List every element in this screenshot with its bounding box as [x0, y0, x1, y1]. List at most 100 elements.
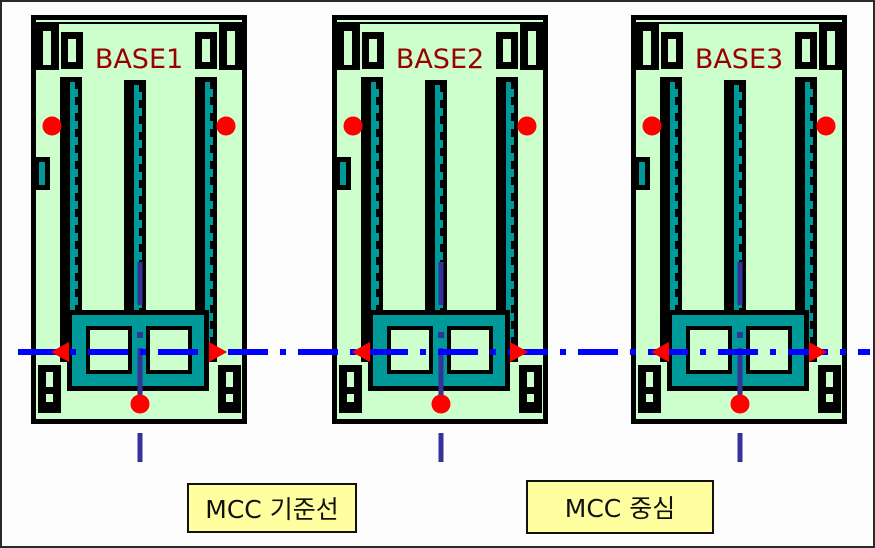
slot-tooth — [205, 265, 213, 273]
slot-tooth — [805, 169, 813, 177]
reference-line-dash — [88, 349, 128, 355]
slot-tooth — [734, 204, 742, 212]
slot-tooth — [805, 297, 813, 305]
base-title: BASE3 — [695, 44, 783, 75]
slot-tooth — [734, 156, 742, 164]
slot-tooth — [371, 137, 379, 145]
slot-tooth — [435, 108, 443, 116]
slot-tooth — [205, 249, 213, 257]
center-marker — [130, 394, 150, 414]
slot-tooth — [734, 252, 742, 260]
slot-tooth — [734, 172, 742, 180]
reference-line-dot — [840, 349, 846, 355]
bottom-connector-slot — [527, 394, 534, 402]
slot-tooth — [371, 201, 379, 209]
bottom-connector-slot — [46, 372, 53, 387]
slot-tooth — [805, 217, 813, 225]
side-tab-teal — [340, 162, 346, 185]
reference-line-dot — [420, 349, 426, 355]
slot-rail-3 — [195, 77, 217, 362]
slot-tooth — [70, 121, 78, 129]
slot-tooth — [734, 108, 742, 116]
slot-tooth — [506, 105, 514, 113]
slot-tooth — [506, 281, 514, 289]
bottom-connector-left — [339, 365, 362, 413]
slot-tooth — [70, 169, 78, 177]
bottom-connector-right — [818, 365, 841, 413]
center-marker — [431, 394, 451, 414]
slot-tooth — [506, 89, 514, 97]
slot-tooth — [670, 137, 678, 145]
slot-tooth — [506, 185, 514, 193]
slot-tooth — [734, 236, 742, 244]
slot-tooth — [805, 265, 813, 273]
slot-tooth — [435, 236, 443, 244]
slot-tooth — [435, 172, 443, 180]
reference-line-dash — [788, 349, 828, 355]
bottom-connector-left — [38, 365, 61, 413]
slot-tooth — [134, 172, 142, 180]
slot-tooth — [435, 220, 443, 228]
reference-line-dash — [368, 349, 408, 355]
slot-tooth — [134, 140, 142, 148]
reference-line-dot — [70, 349, 76, 355]
slot-tooth — [205, 153, 213, 161]
slot-tooth — [70, 105, 78, 113]
slot-tooth — [371, 297, 379, 305]
slot-tooth — [805, 249, 813, 257]
slot-tooth — [205, 137, 213, 145]
connector-top-left-slot — [344, 31, 352, 65]
slot-tooth — [506, 217, 514, 225]
slot-tooth — [670, 201, 678, 209]
slot-tooth — [134, 236, 142, 244]
slot-tooth — [506, 265, 514, 273]
slot-tooth — [670, 249, 678, 257]
slot-tooth — [205, 297, 213, 305]
slot-tooth — [134, 124, 142, 132]
slot-tooth — [805, 281, 813, 289]
bottom-connector-slot — [527, 372, 534, 387]
reference-line-dash — [18, 349, 58, 355]
slot-tooth — [506, 249, 514, 257]
slot-tooth — [506, 137, 514, 145]
center-line-dot — [737, 332, 743, 338]
connector-top-left-slot — [643, 31, 651, 65]
slot-tooth — [70, 137, 78, 145]
slot-tooth — [805, 137, 813, 145]
slot-tooth — [134, 188, 142, 196]
bottom-connector-slot — [646, 372, 653, 387]
reference-line-dash — [858, 349, 870, 355]
slot-tooth — [70, 185, 78, 193]
slot-tooth — [70, 217, 78, 225]
slot-tooth — [435, 92, 443, 100]
slot-tooth — [435, 156, 443, 164]
reference-line-dash — [718, 349, 758, 355]
connector-top-left-inner-slot — [68, 39, 76, 62]
side-marker-right — [517, 116, 537, 136]
slot-tooth — [734, 220, 742, 228]
slot-tooth — [435, 140, 443, 148]
slot-tooth — [205, 169, 213, 177]
slot-tooth — [670, 185, 678, 193]
base-title: BASE1 — [95, 44, 183, 75]
slot-tooth — [371, 281, 379, 289]
slot-tooth — [70, 89, 78, 97]
slot-tooth — [70, 297, 78, 305]
bottom-connector-slot — [226, 372, 233, 387]
slot-tooth — [205, 89, 213, 97]
slot-tooth — [805, 121, 813, 129]
arrow-left-marker — [51, 342, 69, 362]
connector-top-right-inner-slot — [202, 39, 210, 62]
slot-tooth — [134, 220, 142, 228]
slot-tooth — [371, 89, 379, 97]
base-board-2: BASE2 — [332, 15, 548, 462]
base-board-1: BASE1 — [31, 15, 247, 462]
reference-line-dot — [140, 349, 146, 355]
mcc-horizontal-reference-line — [18, 349, 870, 355]
slot-tooth — [805, 89, 813, 97]
slot-tooth — [506, 233, 514, 241]
slot-tooth — [205, 121, 213, 129]
center-line-dot — [438, 332, 444, 338]
mcc-center-label: MCC 중심 — [526, 480, 714, 534]
